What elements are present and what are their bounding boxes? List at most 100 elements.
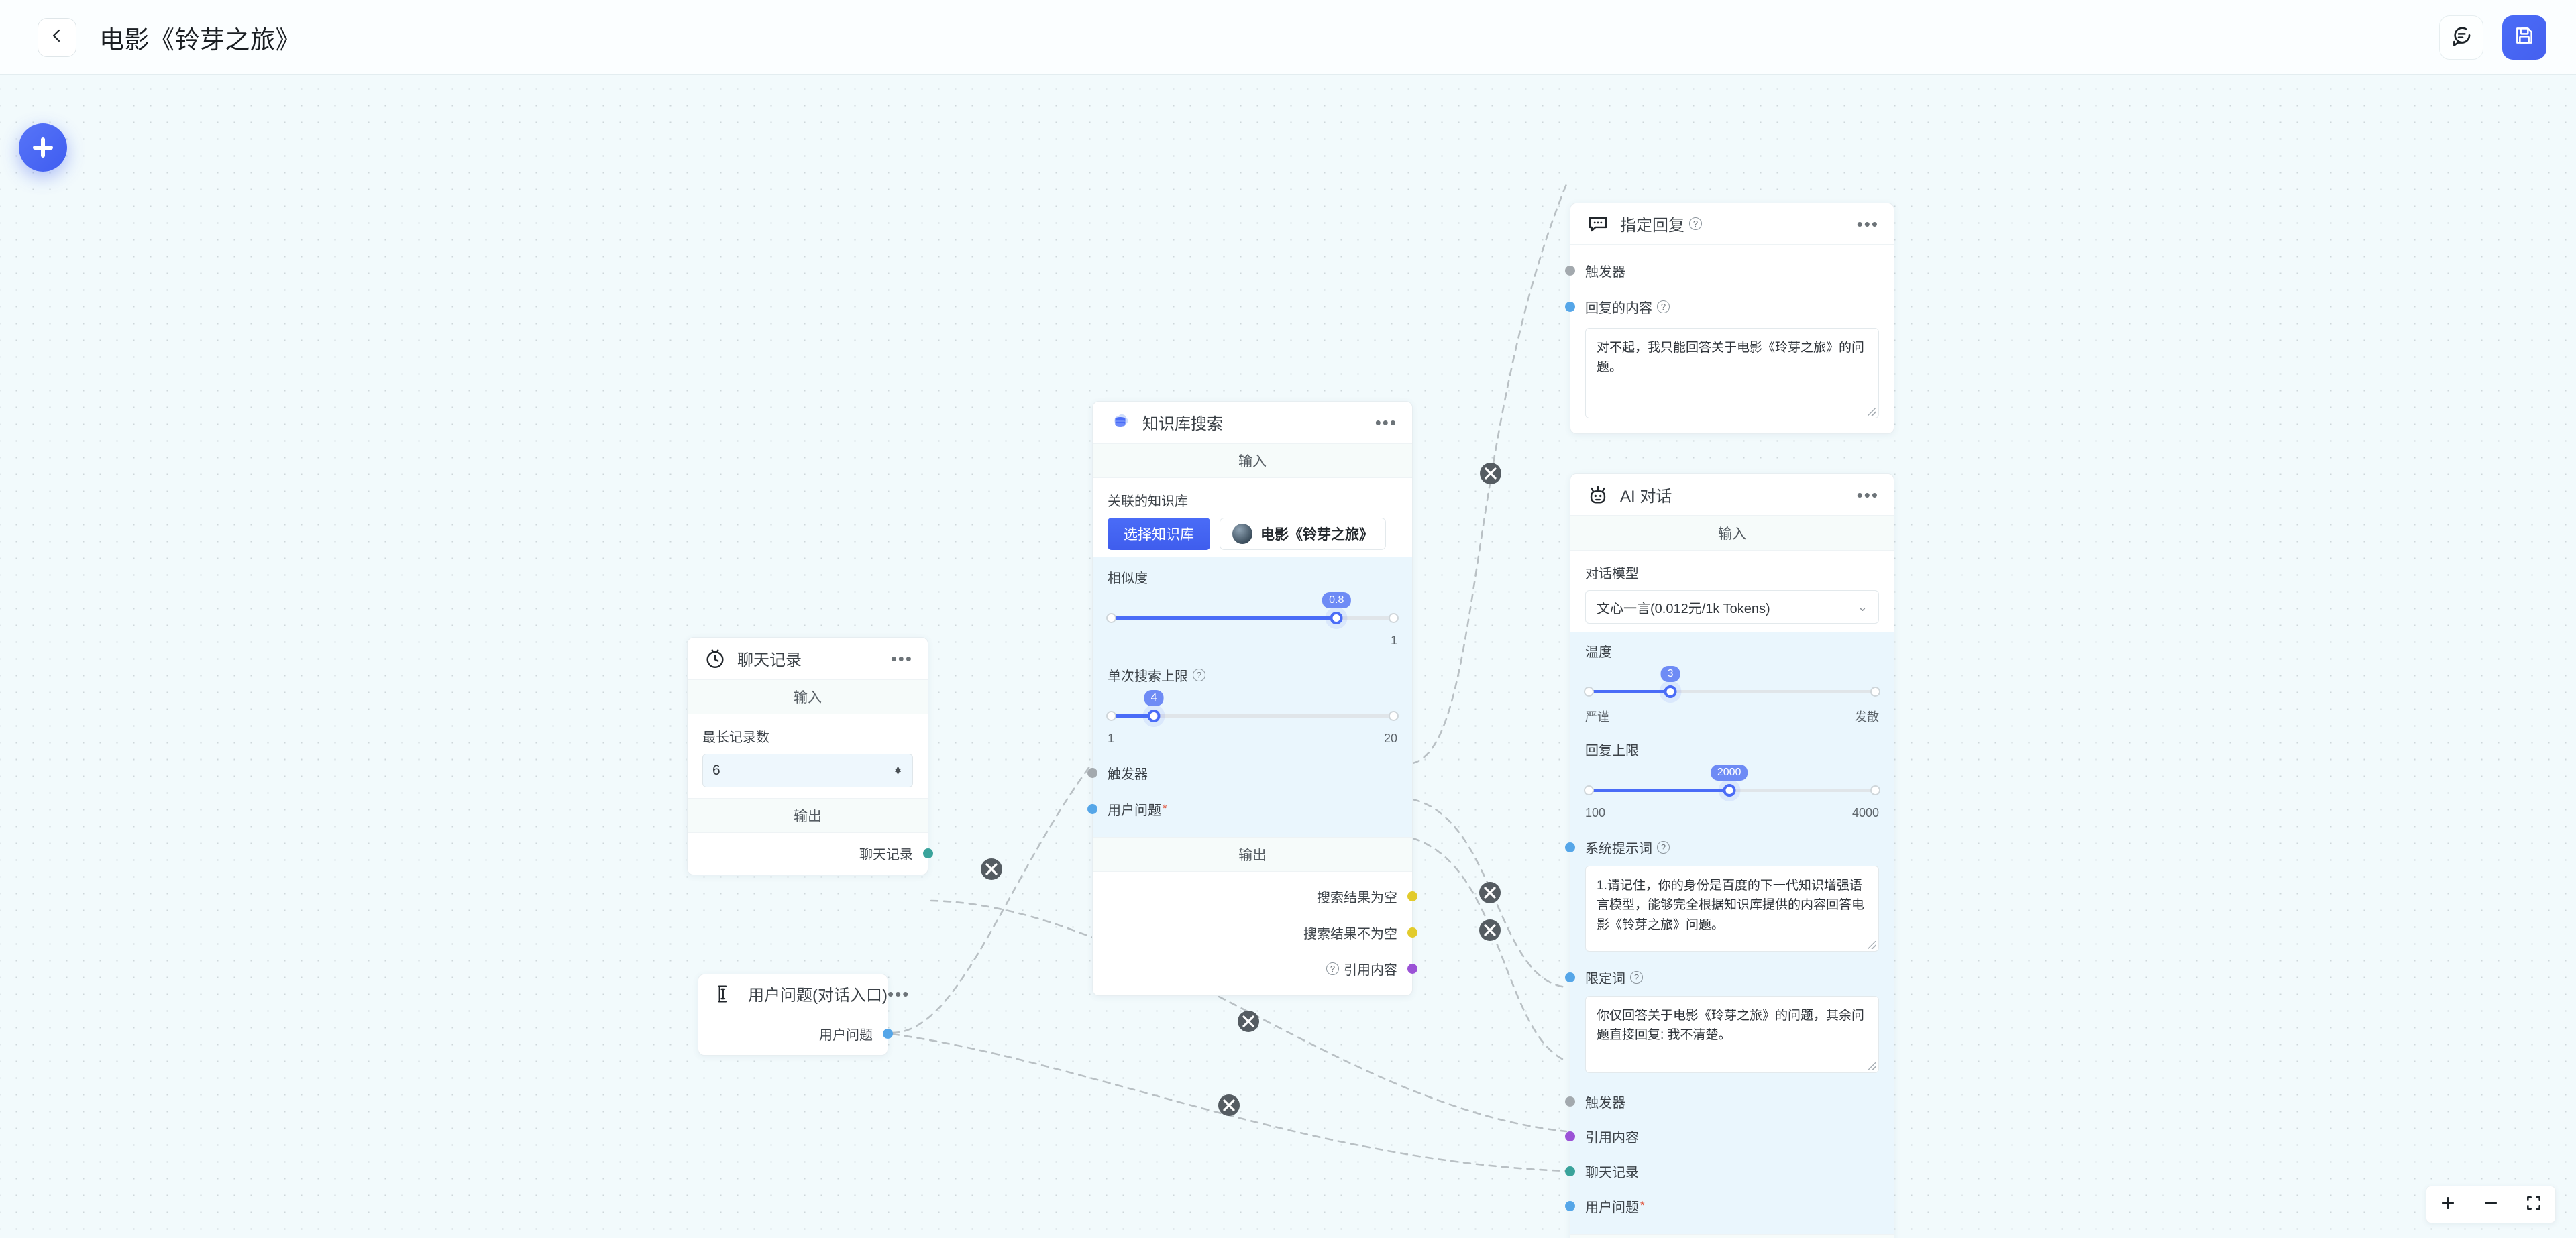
port-dot-yellow[interactable]: [1407, 927, 1417, 938]
system-prompt-label: 系统提示词: [1585, 841, 1652, 856]
help-icon[interactable]: ?: [1657, 300, 1670, 313]
port-dot-grey[interactable]: [1565, 1096, 1575, 1107]
edge-delete-button[interactable]: [1238, 1011, 1259, 1032]
port-dot-grey[interactable]: [1087, 767, 1097, 778]
select-kb-button[interactable]: 选择知识库: [1108, 518, 1210, 550]
node-header[interactable]: 用户问题(对话入口) •••: [698, 974, 908, 1013]
node-menu-button[interactable]: •••: [887, 983, 910, 1004]
node-ai-chat[interactable]: AI 对话 ••• 输入 对话模型 文心一言(0.012元/1k Tokens)…: [1565, 473, 1894, 1238]
back-button[interactable]: [38, 17, 76, 57]
slider-fill: [1585, 789, 1729, 792]
port-dot-teal[interactable]: [1565, 1166, 1575, 1176]
port-dot-teal[interactable]: [923, 848, 933, 858]
slider-thumb[interactable]: [1723, 784, 1736, 797]
input-band: 输入: [1570, 516, 1894, 551]
port-out-chat-history[interactable]: 聊天记录: [702, 840, 933, 866]
chat-history-outputs: 聊天记录: [688, 833, 933, 875]
topk-slider[interactable]: 4: [1106, 690, 1399, 734]
edge-delete-button[interactable]: [1480, 463, 1501, 484]
node-header[interactable]: 聊天记录 •••: [688, 638, 928, 679]
port-in-trigger[interactable]: 触发器: [1565, 257, 1879, 284]
topk-label-text: 单次搜索上限: [1108, 669, 1188, 684]
temperature-slider[interactable]: 3: [1584, 666, 1880, 710]
topk-range: 1 20: [1108, 732, 1397, 746]
slider-thumb[interactable]: [1330, 612, 1343, 624]
port-dot-blue[interactable]: [1565, 972, 1575, 982]
port-label: 触发器: [1585, 1095, 1625, 1111]
node-header[interactable]: AI 对话 •••: [1570, 474, 1894, 516]
slider-thumb[interactable]: [1147, 710, 1161, 722]
port-in-system-prompt[interactable]: 系统提示词 ?: [1565, 834, 1879, 860]
comment-button[interactable]: [2439, 15, 2483, 60]
port-dot-purple[interactable]: [1407, 963, 1417, 974]
max-reply-slider[interactable]: 2000: [1584, 765, 1880, 809]
port-out-nonempty-result[interactable]: 搜索结果不为空: [1108, 919, 1417, 946]
edge-delete-button[interactable]: [1218, 1094, 1240, 1116]
stepper-arrows[interactable]: ▲ ▼: [893, 763, 903, 777]
zoom-in-button[interactable]: [2426, 1186, 2469, 1223]
port-in-reply-content[interactable]: 回复的内容 ?: [1565, 293, 1879, 320]
node-chat-history[interactable]: 聊天记录 ••• 输入 最长记录数 6 ▲ ▼ 输出 聊天记录: [687, 637, 933, 875]
similarity-slider[interactable]: 0.8: [1106, 592, 1399, 636]
robot-face-icon: [1585, 482, 1611, 508]
system-prompt-textarea[interactable]: 1.请记住，你的身份是百度的下一代知识增强语言模型，能够完全根据知识库提供的内容…: [1585, 866, 1879, 952]
node-kb-search[interactable]: 知识库搜索 ••• 输入 关联的知识库 选择知识库 电影《铃芽之旅》 相似度: [1087, 401, 1417, 996]
port-out-user-question[interactable]: 用户问题: [713, 1020, 893, 1047]
port-in-user-question[interactable]: 用户问题*: [1087, 795, 1397, 822]
help-icon[interactable]: ?: [1689, 217, 1702, 230]
edge-userq-to-ai: [891, 1033, 1568, 1172]
port-dot-blue[interactable]: [1565, 1200, 1575, 1211]
kb-output-ports: 搜索结果为空 搜索结果不为空 ? 引用内容: [1093, 872, 1417, 995]
node-menu-button[interactable]: •••: [1375, 412, 1397, 433]
port-dot-yellow[interactable]: [1407, 891, 1417, 901]
kb-chip[interactable]: 电影《铃芽之旅》: [1220, 518, 1386, 550]
port-in-limit-word[interactable]: 限定词 ?: [1565, 964, 1879, 991]
add-node-button[interactable]: [19, 123, 67, 172]
fit-screen-button[interactable]: [2512, 1186, 2555, 1223]
port-in-trigger[interactable]: 触发器: [1087, 759, 1397, 786]
max-records-stepper[interactable]: 6 ▲ ▼: [702, 754, 913, 787]
input-band: 输入: [1093, 443, 1412, 478]
port-in-trigger[interactable]: 触发器: [1565, 1088, 1879, 1115]
port-dot-grey[interactable]: [1565, 265, 1575, 276]
save-button[interactable]: [2502, 15, 2546, 60]
help-icon[interactable]: ?: [1657, 840, 1670, 854]
port-dot-blue[interactable]: [1565, 301, 1575, 312]
edge-delete-button[interactable]: [1479, 919, 1501, 941]
model-label: 对话模型: [1585, 567, 1639, 581]
port-out-quote-content[interactable]: ? 引用内容: [1108, 955, 1417, 982]
port-in-user-question[interactable]: 用户问题*: [1565, 1192, 1879, 1219]
edge-delete-button[interactable]: [981, 858, 1002, 880]
help-icon[interactable]: ?: [1326, 962, 1339, 975]
max-records-label: 最长记录数: [702, 730, 769, 745]
max-reply-range: 100 4000: [1585, 806, 1879, 820]
help-icon[interactable]: ?: [1193, 669, 1205, 681]
node-fixed-reply[interactable]: 指定回复 ? ••• 触发器 回复的内容 ? 对不起，我只能回答关于电影《玲芽之…: [1565, 203, 1894, 434]
reply-content-textarea[interactable]: 对不起，我只能回答关于电影《玲芽之旅》的问题。: [1585, 328, 1879, 418]
node-header[interactable]: 指定回复 ? •••: [1570, 203, 1894, 245]
port-in-chat-history[interactable]: 聊天记录: [1565, 1158, 1879, 1184]
help-icon[interactable]: ?: [1630, 970, 1643, 984]
chevron-down-icon[interactable]: ⌄: [1857, 600, 1868, 614]
workflow-canvas[interactable]: 聊天记录 ••• 输入 最长记录数 6 ▲ ▼ 输出 聊天记录: [0, 75, 2576, 1238]
node-header[interactable]: 知识库搜索 •••: [1093, 402, 1412, 443]
limit-word-textarea[interactable]: 你仅回答关于电影《玲芽之旅》的问题，其余问题直接回复: 我不清楚。: [1585, 996, 1879, 1073]
port-dot-purple[interactable]: [1565, 1131, 1575, 1141]
port-out-empty-result[interactable]: 搜索结果为空: [1108, 883, 1417, 909]
kb-select-row: 选择知识库 电影《铃芽之旅》: [1108, 518, 1397, 550]
ai-input-ports: 触发器 引用内容 聊天记录 用户问题*: [1565, 1073, 1879, 1230]
model-select[interactable]: 文心一言(0.012元/1k Tokens) ⌄: [1585, 590, 1879, 624]
slider-thumb[interactable]: [1664, 685, 1677, 698]
port-dot-blue[interactable]: [1565, 842, 1575, 852]
port-in-quote-content[interactable]: 引用内容: [1565, 1123, 1879, 1149]
chevron-left-icon: [49, 27, 65, 47]
port-label: 触发器: [1108, 767, 1148, 782]
node-menu-button[interactable]: •••: [1856, 213, 1879, 234]
node-user-question-entry[interactable]: 用户问题(对话入口) ••• 用户问题: [698, 974, 908, 1056]
zoom-out-button[interactable]: [2469, 1186, 2512, 1223]
port-dot-blue[interactable]: [1087, 803, 1097, 814]
edge-delete-button[interactable]: [1479, 882, 1501, 903]
node-menu-button[interactable]: •••: [890, 648, 913, 669]
port-dot-blue[interactable]: [883, 1028, 893, 1039]
node-menu-button[interactable]: •••: [1856, 484, 1879, 505]
